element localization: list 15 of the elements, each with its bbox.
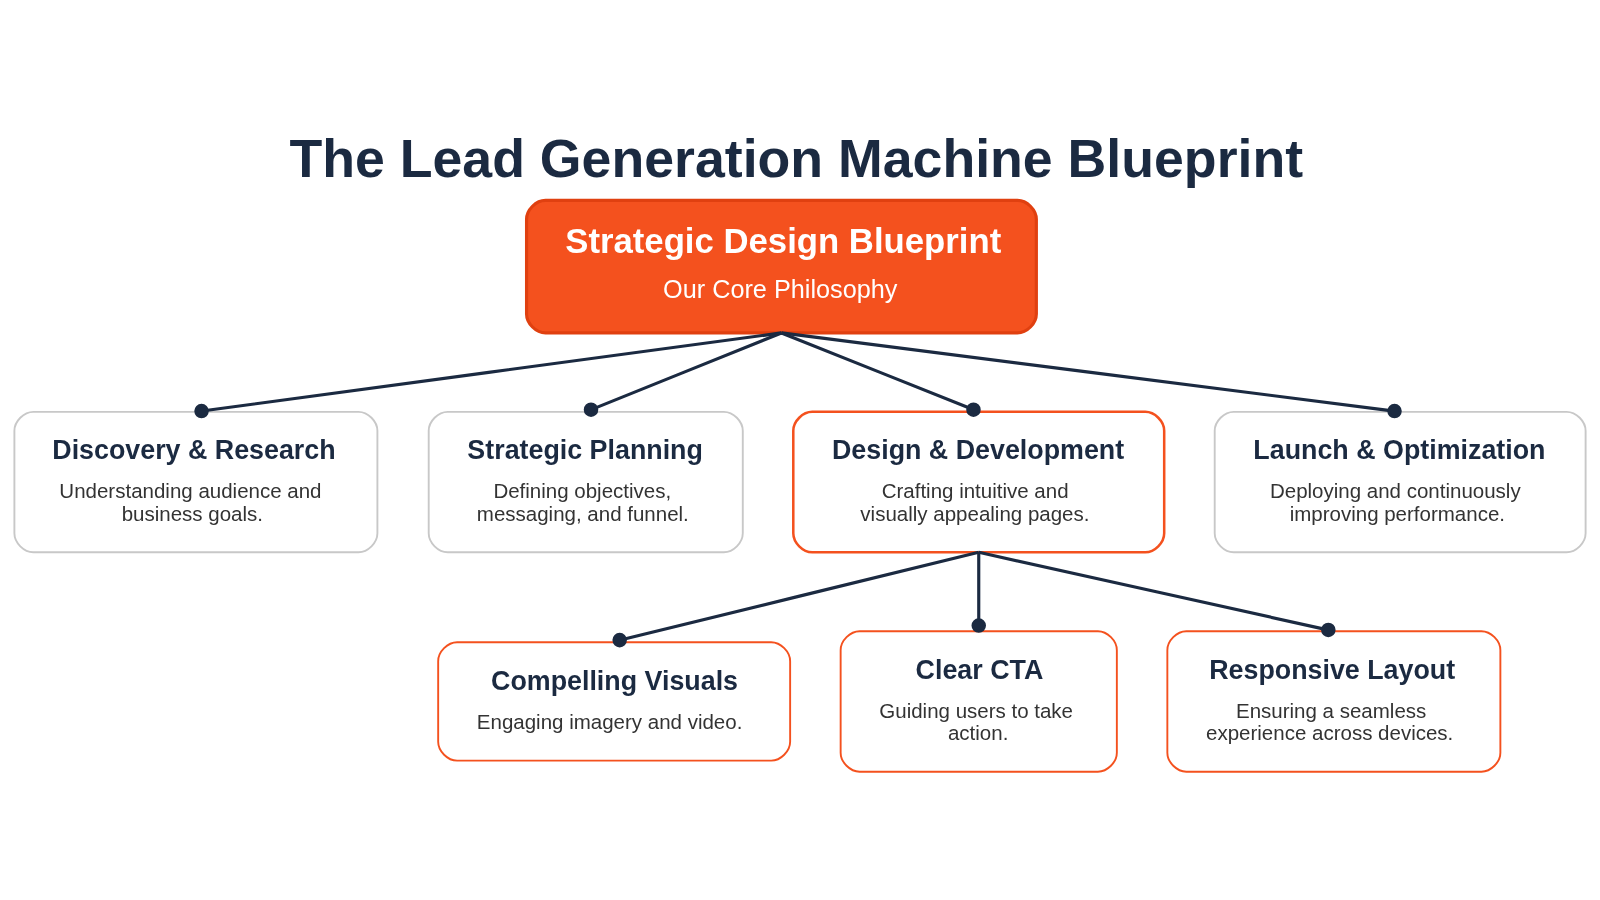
node-box: Compelling Visuals Engaging imagery and video. (437, 640, 792, 762)
node-box: Design & Development Crafting intuitive and visually appealing pages. (792, 410, 1166, 554)
connector (971, 551, 986, 633)
node-box: Strategic Planning Defining objectives, messaging, and funnel. (427, 410, 744, 553)
diagram-title: The Lead Generation Machine Blueprint (289, 127, 1304, 188)
connector (781, 330, 1402, 418)
connector (583, 330, 783, 417)
node-box: Launch & Optimization Deploying and continuously improving performance. (1213, 410, 1587, 553)
node-box: Discovery & Research Understanding audience and business goals. (13, 410, 379, 553)
node-box: Responsive Layout Ensuring a seamless experience across devices. (1166, 629, 1502, 773)
connector (978, 550, 1336, 637)
node-box: Clear CTA Guiding users to take action. (839, 629, 1118, 773)
connector (612, 550, 980, 647)
connector (194, 330, 782, 418)
node-box: Strategic Design Blueprint Our Core Philosophy (524, 198, 1038, 334)
